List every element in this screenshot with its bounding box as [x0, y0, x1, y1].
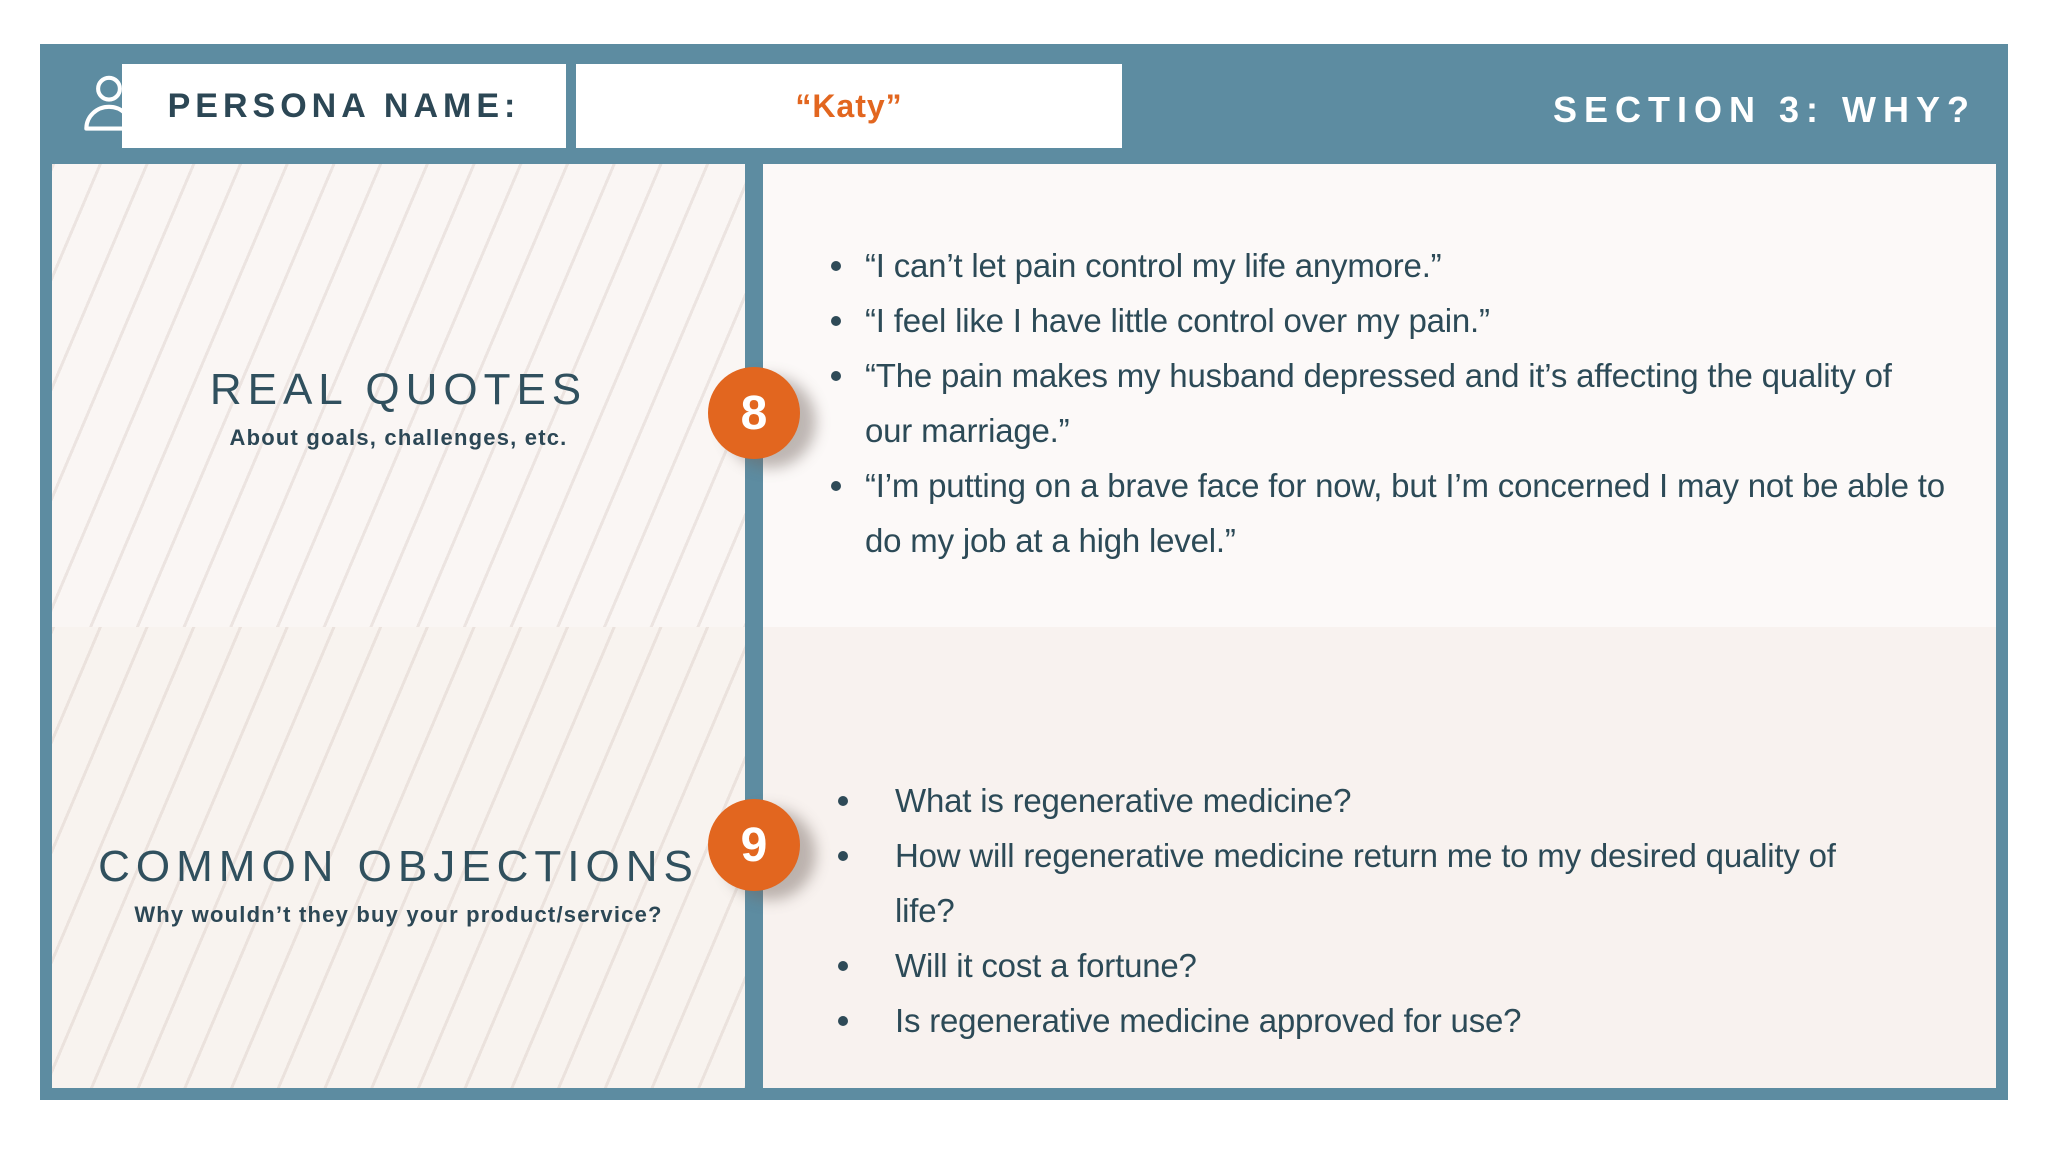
step-9-badge: 9 [708, 799, 800, 891]
real-quotes-row: REAL QUOTES About goals, challenges, etc… [52, 164, 1996, 627]
persona-name-value-box[interactable]: “Katy” [576, 64, 1122, 148]
step-9-badge-number: 9 [740, 818, 768, 872]
persona-name-label: PERSONA NAME: [167, 86, 521, 125]
list-item-text: “The pain makes my husband depressed and… [865, 357, 1892, 449]
bullet-icon [831, 371, 841, 381]
header-bar: PERSONA NAME: “Katy” SECTION 3: WHY? [52, 56, 1996, 164]
objections-list: What is regenerative medicine? How will r… [838, 773, 1996, 1048]
list-item-text: How will regenerative medicine return me… [895, 837, 1836, 929]
step-8-badge-number: 8 [740, 386, 768, 440]
list-item: How will regenerative medicine return me… [838, 828, 1996, 938]
list-item: Will it cost a fortune? [838, 938, 1996, 993]
common-objections-subtitle: Why wouldn’t they buy your product/servi… [134, 902, 663, 927]
common-objections-label-cell: COMMON OBJECTIONS Why wouldn’t they buy … [52, 627, 745, 1088]
card-body: REAL QUOTES About goals, challenges, etc… [52, 164, 1996, 1088]
bullet-icon [838, 796, 848, 806]
quotes-list: “I can’t let pain control my life anymor… [831, 238, 1996, 568]
persona-card: PERSONA NAME: “Katy” SECTION 3: WHY? REA… [40, 44, 2008, 1100]
list-item-text: “I’m putting on a brave face for now, bu… [865, 467, 1945, 559]
list-item-text: Is regenerative medicine approved for us… [895, 1002, 1522, 1039]
persona-name-value: “Katy” [795, 87, 903, 124]
real-quotes-title-block: REAL QUOTES About goals, challenges, etc… [210, 365, 587, 451]
list-item: “I feel like I have little control over … [831, 293, 1996, 348]
list-item-text: What is regenerative medicine? [895, 782, 1352, 819]
bullet-icon [831, 481, 841, 491]
list-item: “The pain makes my husband depressed and… [831, 348, 1996, 458]
real-quotes-title: REAL QUOTES [209, 365, 588, 414]
common-objections-title: COMMON OBJECTIONS [98, 842, 699, 891]
common-objections-content-cell: What is regenerative medicine? How will r… [763, 627, 1996, 1088]
bullet-icon [838, 1016, 848, 1026]
bullet-icon [838, 961, 848, 971]
list-item: What is regenerative medicine? [838, 773, 1996, 828]
list-item: Is regenerative medicine approved for us… [838, 993, 1996, 1048]
persona-name-label-box: PERSONA NAME: [122, 64, 566, 148]
real-quotes-subtitle: About goals, challenges, etc. [229, 425, 568, 450]
common-objections-row: COMMON OBJECTIONS Why wouldn’t they buy … [52, 627, 1996, 1088]
list-item-text: Will it cost a fortune? [895, 947, 1197, 984]
list-item-text: “I can’t let pain control my life anymor… [865, 247, 1442, 284]
bullet-icon [831, 316, 841, 326]
list-item-text: “I feel like I have little control over … [865, 302, 1490, 339]
bullet-icon [831, 261, 841, 271]
real-quotes-label-cell: REAL QUOTES About goals, challenges, etc… [52, 164, 745, 627]
common-objections-title-block: COMMON OBJECTIONS Why wouldn’t they buy … [98, 842, 699, 928]
section-header-title: SECTION 3: WHY? [1552, 89, 1976, 130]
real-quotes-content-cell: “I can’t let pain control my life anymor… [763, 164, 1996, 627]
bullet-icon [838, 851, 848, 861]
step-8-badge: 8 [708, 367, 800, 459]
list-item: “I’m putting on a brave face for now, bu… [831, 458, 1996, 568]
column-divider [745, 164, 763, 1088]
list-item: “I can’t let pain control my life anymor… [831, 238, 1996, 293]
